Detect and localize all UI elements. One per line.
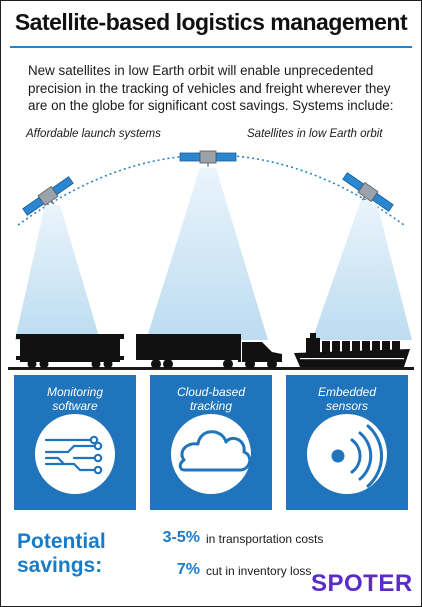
- cloud-icon: [178, 430, 252, 472]
- satellite-icon: [342, 172, 394, 212]
- page-title: Satellite-based logistics management: [14, 9, 408, 35]
- stat-text-inventory: cut in inventory loss: [206, 564, 312, 578]
- panel-caption-line: Cloud-based: [176, 385, 246, 399]
- train-car-icon: [16, 334, 124, 369]
- circuit-icon: [44, 435, 103, 475]
- signal-icon: [331, 424, 383, 488]
- panel-caption-line: Embedded: [317, 385, 377, 399]
- stat-text-transport: in transportation costs: [206, 532, 324, 546]
- icon-circle: [171, 414, 251, 494]
- panel-caption-sensors: Embedded sensors: [287, 385, 407, 413]
- beam-center: [146, 168, 268, 340]
- title-divider: [10, 46, 412, 48]
- intro-text: New satellites in low Earth orbit will e…: [28, 63, 394, 113]
- savings-heading: Potential savings:: [17, 530, 106, 578]
- panel-caption-line: sensors: [325, 399, 369, 413]
- leo-satellites-label: Satellites in low Earth orbit: [247, 128, 383, 140]
- savings-heading-line: savings:: [17, 554, 103, 577]
- orbit-arc: [17, 154, 405, 226]
- satellite-icon: [179, 150, 237, 167]
- ship-hull-stripe: [300, 358, 404, 360]
- panel-caption-line: tracking: [189, 399, 233, 413]
- panel-caption-line: software: [52, 399, 98, 413]
- icon-circle: [35, 414, 115, 494]
- launch-systems-label: Affordable launch systems: [26, 128, 161, 140]
- beam-right: [312, 200, 412, 340]
- semi-truck-icon: [136, 334, 282, 369]
- stat-value-inventory: 7%: [176, 561, 200, 578]
- stat-value-transport: 3-5%: [162, 529, 200, 546]
- brand-logo: SPOTER: [311, 570, 413, 597]
- icon-circle: [307, 414, 387, 494]
- satellite-icon: [22, 176, 74, 216]
- beam-left: [15, 205, 100, 340]
- savings-heading-line: Potential: [17, 530, 106, 553]
- ground-line: [8, 367, 414, 370]
- panel-caption-line: Monitoring: [46, 385, 104, 399]
- panel-caption-monitoring: Monitoring software: [15, 385, 135, 413]
- panel-caption-cloud: Cloud-based tracking: [151, 385, 271, 413]
